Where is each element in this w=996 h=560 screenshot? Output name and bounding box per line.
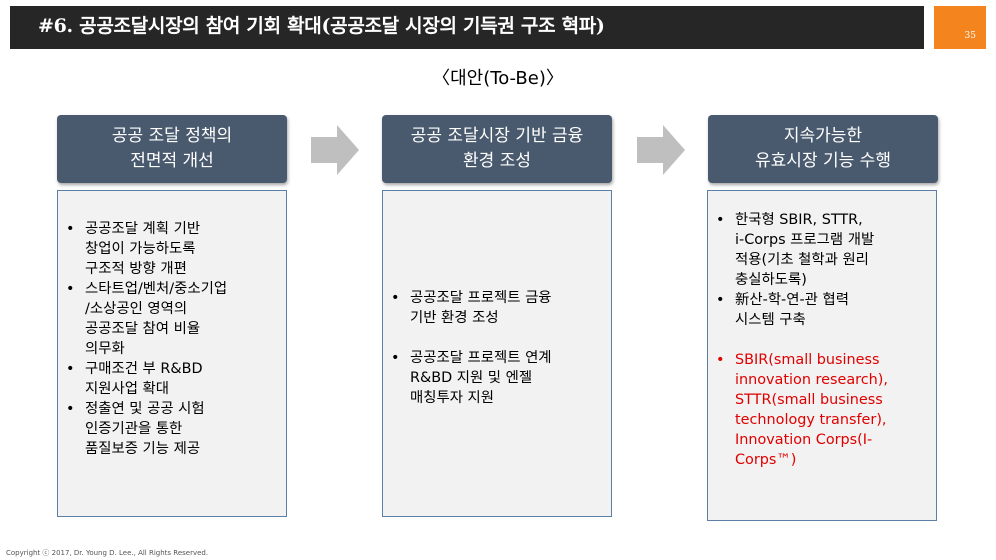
list-item: • 新산-학-연-관 협력 시스템 구축: [708, 290, 936, 330]
column-heading-policy: 공공 조달 정책의 전면적 개선: [57, 115, 287, 183]
column-heading-finance: 공공 조달시장 기반 금융 환경 조성: [382, 115, 612, 183]
slide-subtitle: 〈대안(To-Be)〉: [432, 68, 564, 89]
item-line: /소상공인 영역의: [85, 301, 188, 317]
item-line: technology transfer),: [735, 412, 887, 428]
bullet-icon: •: [66, 221, 75, 237]
list-item: • 한국형 SBIR, STTR, i-Corps 프로그램 개발 적용(기초 …: [708, 210, 936, 290]
list-item: • 정출연 및 공공 시험 인증기관을 통한 품질보증 기능 제공: [58, 399, 286, 459]
item-line: 의무화: [85, 341, 125, 357]
heading-line: 공공 조달 정책의: [111, 126, 233, 146]
bullet-icon: •: [391, 290, 400, 306]
bullet-icon: •: [716, 352, 725, 368]
list-item: • 공공조달 프로젝트 금융 기반 환경 조성: [383, 288, 611, 328]
page-number: 35: [964, 31, 976, 41]
item-line: Innovation Corps(I-: [735, 432, 873, 448]
heading-line: 지속가능한: [783, 126, 863, 146]
item-line: i-Corps 프로그램 개발: [735, 232, 875, 248]
page-number-badge: 35: [934, 6, 986, 49]
heading-line: 환경 조성: [463, 151, 531, 171]
item-line: 충실하도록): [735, 272, 807, 288]
list-item: • 공공조달 프로젝트 연계 R&BD 지원 및 엔젤 매칭투자 지원: [383, 348, 611, 408]
item-line: 지원사업 확대: [85, 381, 170, 397]
item-line: 한국형 SBIR, STTR,: [735, 212, 863, 228]
item-line: 기반 환경 조성: [410, 310, 499, 326]
content-box-finance: • 공공조달 프로젝트 금융 기반 환경 조성 • 공공조달 프로젝트 연계 R…: [382, 190, 612, 517]
content-box-policy: • 공공조달 계획 기반 창업이 가능하도록 구조적 방향 개편 • 스타트업/…: [57, 190, 287, 517]
list-item: • 공공조달 계획 기반 창업이 가능하도록 구조적 방향 개편: [58, 219, 286, 279]
bullet-icon: •: [66, 361, 75, 377]
item-line: 구조적 방향 개편: [85, 261, 187, 277]
bullet-icon: •: [66, 281, 75, 297]
item-line: 구매조건 부 R&BD: [85, 361, 203, 377]
title-bar: [10, 6, 924, 49]
item-line: 공공조달 프로젝트 금융: [410, 290, 552, 306]
content-box-market: • 한국형 SBIR, STTR, i-Corps 프로그램 개발 적용(기초 …: [707, 190, 937, 521]
list-item: • 스타트업/벤처/중소기업 /소상공인 영역의 공공조달 참여 비율 의무화: [58, 279, 286, 359]
column-heading-market: 지속가능한 유효시장 기능 수행: [708, 115, 938, 183]
item-line: 창업이 가능하도록: [85, 241, 196, 257]
item-line: STTR(small business: [735, 392, 883, 408]
list-item: • 구매조건 부 R&BD 지원사업 확대: [58, 359, 286, 399]
heading-line: 유효시장 기능 수행: [755, 151, 891, 171]
bullet-icon: •: [66, 401, 75, 417]
copyright-footer: Copyright ⓒ 2017, Dr. Young D. Lee., All…: [6, 549, 209, 557]
right-arrow-icon: [311, 125, 359, 175]
bullet-icon: •: [716, 212, 725, 228]
item-line: innovation research),: [735, 372, 888, 388]
item-line: 공공조달 참여 비율: [85, 321, 201, 337]
item-line: 품질보증 기능 제공: [85, 441, 201, 457]
item-line: 인증기관을 통한: [85, 421, 183, 437]
bullet-icon: •: [716, 292, 725, 308]
item-line: 매칭투자 지원: [410, 390, 495, 406]
item-line: R&BD 지원 및 엔젤: [410, 370, 533, 386]
item-line: 新산-학-연-관 협력: [735, 292, 849, 308]
slide-title: #6. 공공조달시장의 참여 기회 확대(공공조달 시장의 기득권 구조 혁파): [38, 15, 605, 37]
item-line: 공공조달 프로젝트 연계: [410, 350, 552, 366]
item-line: Corps™): [735, 452, 797, 468]
item-line: 적용(기초 철학과 원리: [735, 252, 869, 268]
right-arrow-icon: [637, 125, 685, 175]
item-line: 정출연 및 공공 시험: [85, 401, 205, 417]
item-line: 스타트업/벤처/중소기업: [85, 281, 228, 297]
bullet-icon: •: [391, 350, 400, 366]
heading-line: 전면적 개선: [130, 151, 214, 171]
item-line: 시스템 구축: [735, 312, 806, 328]
item-line: SBIR(small business: [735, 352, 880, 368]
list-item-highlight: • SBIR(small business innovation researc…: [708, 350, 936, 470]
item-line: 공공조달 계획 기반: [85, 221, 201, 237]
heading-line: 공공 조달시장 기반 금융: [410, 126, 584, 146]
